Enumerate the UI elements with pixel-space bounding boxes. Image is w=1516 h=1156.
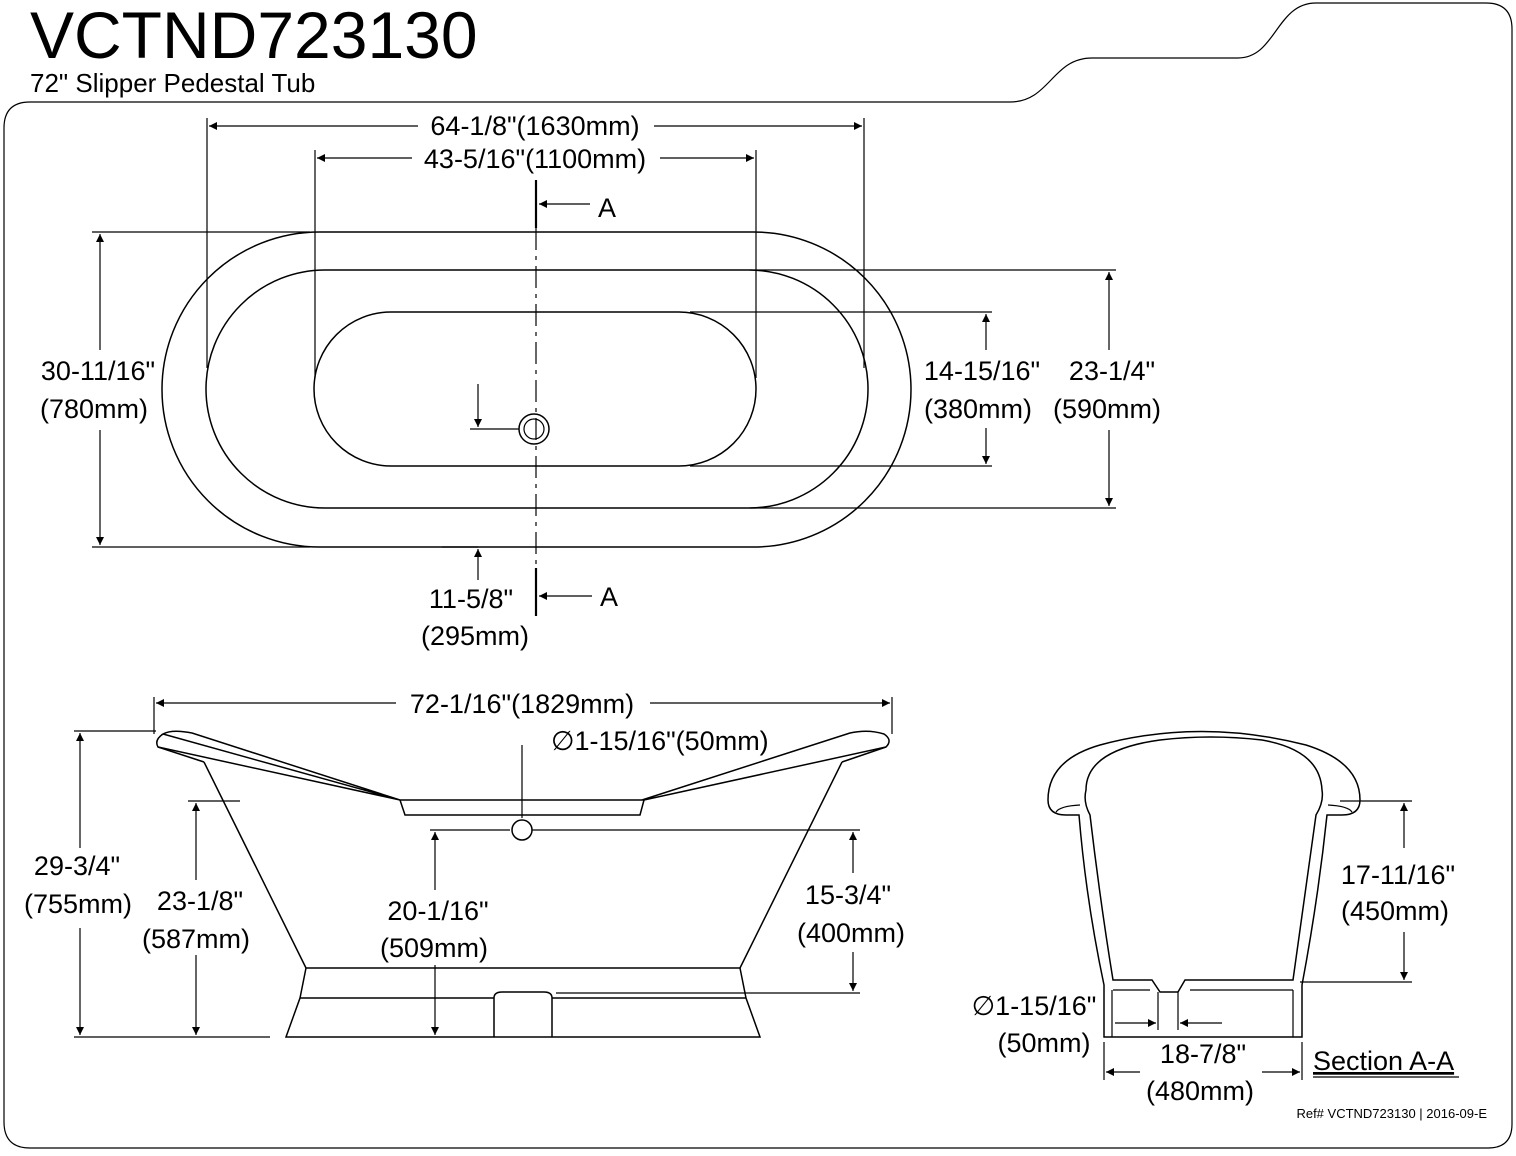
tub-outline-rim (205, 269, 869, 509)
side-view: ∅1-15/16"(50mm) 72-1/16"(1829mm) 29-3/4"… (24, 689, 905, 1038)
tub-pedestal (284, 967, 762, 1038)
dim-overall-height-in: 29-3/4" (34, 851, 120, 881)
tub-body (203, 761, 843, 969)
dim-center-height-in: 23-1/8" (157, 886, 243, 916)
model-number: VCTND723130 (30, 0, 478, 72)
top-view: A A 64-1/8"(1630mm) 43-5/16"(1100mm) 30-… (40, 111, 1161, 651)
dim-basin-width-in: 14-15/16" (924, 356, 1040, 386)
dim-basin-width-mm: (380mm) (924, 394, 1032, 424)
drain-inner-circle (523, 418, 545, 440)
dim-interior-depth-in: 15-3/4" (805, 880, 891, 910)
pedestal-opening (493, 991, 553, 1037)
dim-drain-offset-mm: (295mm) (421, 621, 529, 651)
dim-drain-height-mm: (509mm) (380, 933, 488, 963)
section-label: Section A-A (1313, 1046, 1454, 1076)
dim-interior-depth-mm: (400mm) (797, 918, 905, 948)
section-rim-lip (1055, 804, 1353, 813)
dim-drain-diameter: ∅1-15/16"(50mm) (551, 726, 769, 756)
section-pedestal (1111, 989, 1294, 1037)
dim-rim-width-in: 23-1/4" (1069, 356, 1155, 386)
dim-inner-length: 43-5/16"(1100mm) (424, 144, 646, 174)
dim-rim-width-mm: (590mm) (1053, 394, 1161, 424)
tub-rim-profile (156, 730, 890, 801)
dim-section-drain-in: ∅1-15/16" (972, 991, 1097, 1021)
dim-overall-width-mm: (780mm) (40, 394, 148, 424)
dim-section-drain-mm: (50mm) (998, 1028, 1091, 1058)
dim-overall-height-mm: (755mm) (24, 889, 132, 919)
section-view: 17-11/16" (450mm) ∅1-15/16" (50mm) 18-7/… (972, 730, 1459, 1106)
dim-section-base-in: 18-7/8" (1160, 1039, 1246, 1069)
dim-overall-length: 64-1/8"(1630mm) (430, 111, 639, 141)
dim-overall-width-in: 30-11/16" (41, 356, 155, 386)
overflow-drain-icon (511, 819, 533, 841)
dim-section-base-mm: (480mm) (1146, 1076, 1254, 1106)
dim-drain-offset-in: 11-5/8" (429, 584, 513, 614)
section-marker-top: A (598, 193, 616, 223)
dim-drain-height-in: 20-1/16" (387, 896, 488, 926)
dim-section-depth-in: 17-11/16" (1341, 860, 1455, 890)
dim-side-overall-length: 72-1/16"(1829mm) (410, 689, 634, 719)
section-outer-wall (1047, 730, 1361, 1038)
reference-number: Ref# VCTND723130 | 2016-09-E (1296, 1106, 1487, 1121)
section-inner-wall (1084, 736, 1324, 993)
tub-basin (313, 311, 757, 467)
dim-center-height-mm: (587mm) (142, 924, 250, 954)
page-border (3, 2, 1513, 1149)
dim-section-depth-mm: (450mm) (1341, 896, 1449, 926)
section-marker-bottom: A (600, 582, 618, 612)
product-subtitle: 72" Slipper Pedestal Tub (30, 68, 315, 98)
